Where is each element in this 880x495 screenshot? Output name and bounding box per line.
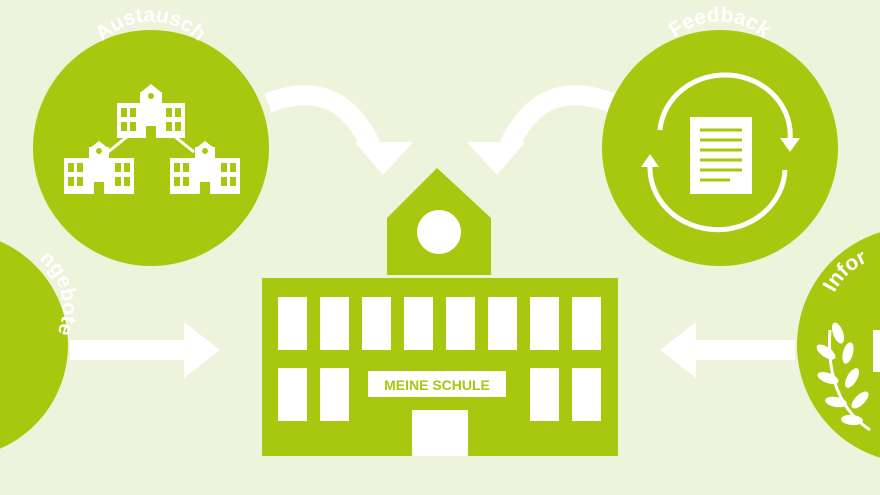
laurel-icon [816,322,880,432]
angebote-circle: ngebote [0,241,81,449]
school-sign-text: MEINE SCHULE [384,377,490,393]
school-sign [368,371,506,397]
arrow-from-feedback [467,85,616,175]
connected-schools-icon [64,84,240,194]
arrow-from-angebote [70,322,220,378]
school-door [412,410,468,456]
school-clock-circle [417,210,461,254]
document-cycle-icon [641,72,800,233]
informationen-circle: Infor [797,232,880,458]
central-school-building: MEINE SCHULE [262,168,618,456]
arrow-from-informationen [660,322,795,378]
feedback-circle: Feedback [602,3,838,266]
austausch-circle: Austausch [33,3,269,266]
arrow-from-austausch [264,85,413,175]
